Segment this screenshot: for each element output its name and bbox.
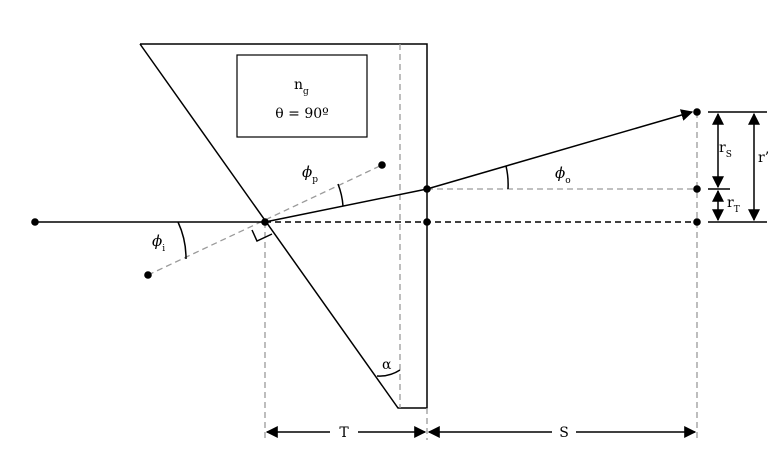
- s-label-mask: [552, 422, 576, 442]
- alpha-label: α: [382, 357, 392, 373]
- image-top-point: [693, 108, 701, 116]
- material-label-box: [236, 54, 368, 138]
- right-angle-marker: [251, 229, 273, 242]
- phi-p-arc: [337, 183, 344, 207]
- r-prime-label: r’: [758, 150, 769, 166]
- rs-label: rS: [719, 140, 732, 160]
- image-axis-point: [693, 218, 701, 226]
- phi-i-label: ϕi: [152, 232, 165, 254]
- exit-point: [423, 185, 431, 193]
- entry-point: [261, 218, 269, 226]
- theta-label: θ = 90º: [275, 106, 328, 122]
- t-label-mask: [330, 422, 358, 442]
- entry-surface-normal: [147, 164, 383, 276]
- t-dimension-label: T: [339, 425, 349, 441]
- s-dimension-label: S: [559, 425, 569, 441]
- normal-upper-point: [378, 161, 386, 169]
- source-point: [31, 218, 39, 226]
- output-ray: [426, 109, 694, 190]
- image-mid-point: [693, 185, 701, 193]
- phi-o-arc: [505, 165, 509, 190]
- phi-i-arc: [177, 221, 187, 260]
- exit-axis-point: [423, 218, 431, 226]
- alpha-arc: [376, 369, 401, 377]
- refractive-index-label: ng: [294, 77, 309, 97]
- normal-lower-point: [144, 271, 152, 279]
- phi-p-label: ϕp: [302, 163, 318, 185]
- phi-o-label: ϕo: [555, 164, 571, 186]
- rt-label: rT: [727, 195, 740, 215]
- internal-ray: [264, 188, 428, 223]
